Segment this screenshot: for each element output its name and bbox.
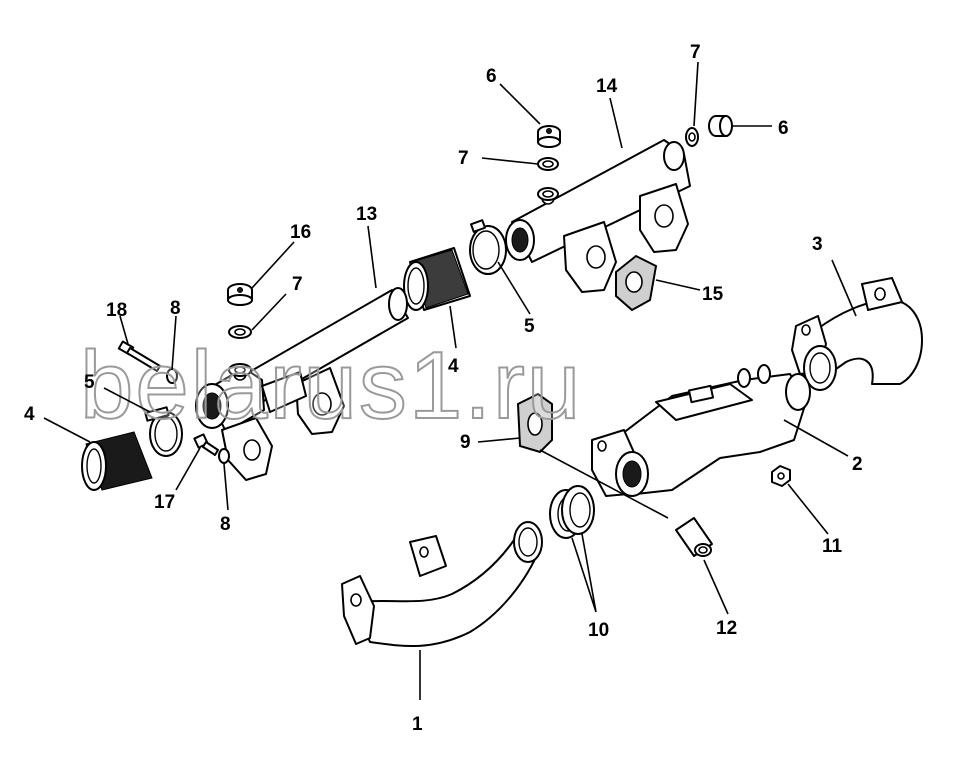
part-4-sleeve-lower bbox=[81, 431, 153, 491]
callout-15: 15 bbox=[702, 284, 724, 305]
callout-11: 11 bbox=[822, 536, 843, 557]
callout-8-upper: 8 bbox=[170, 298, 181, 319]
callout-14: 14 bbox=[596, 76, 618, 97]
part-8-washer-lower bbox=[218, 448, 230, 464]
part-5-clamp-upper bbox=[469, 219, 507, 275]
part-17-bolt bbox=[193, 433, 219, 456]
callout-5-upper: 5 bbox=[524, 316, 535, 337]
part-2-manifold bbox=[591, 364, 811, 497]
part-18-bolt bbox=[117, 340, 161, 372]
part-15-gasket bbox=[615, 254, 658, 312]
watermark: belarus1.ru bbox=[80, 332, 582, 439]
part-7-washer-left bbox=[228, 325, 252, 377]
part-1-elbow-pipe bbox=[341, 521, 543, 648]
callout-10: 10 bbox=[588, 620, 609, 641]
callout-6-right: 6 bbox=[778, 118, 789, 139]
callout-7-top-right: 7 bbox=[690, 42, 701, 63]
callout-7-left: 7 bbox=[292, 274, 303, 295]
leader-lines bbox=[43, 61, 857, 700]
callout-7-mid: 7 bbox=[458, 148, 469, 169]
part-12-sleeve bbox=[675, 517, 713, 557]
callout-3: 3 bbox=[812, 234, 823, 255]
callout-13: 13 bbox=[356, 204, 377, 225]
callout-6-top: 6 bbox=[486, 66, 497, 87]
part-7-washer-top bbox=[537, 157, 559, 201]
callout-labels: 1 2 3 4 4 5 5 6 6 7 7 7 8 8 9 10 11 12 1… bbox=[24, 42, 863, 735]
callout-5-lower: 5 bbox=[84, 372, 95, 393]
left-manifold bbox=[195, 367, 345, 481]
callout-4-lower: 4 bbox=[24, 404, 35, 425]
part-3-elbow bbox=[791, 277, 923, 391]
callout-18: 18 bbox=[106, 300, 127, 321]
part-10-seal-rings bbox=[549, 485, 595, 539]
callout-9: 9 bbox=[460, 432, 471, 453]
callout-4-upper: 4 bbox=[448, 356, 459, 377]
part-6-plug-top bbox=[537, 125, 561, 148]
part-4-sleeve-upper bbox=[403, 247, 471, 311]
callout-1: 1 bbox=[412, 714, 423, 735]
part-7-washer-right bbox=[685, 127, 699, 147]
part-9-gasket bbox=[516, 392, 553, 454]
callout-8-lower: 8 bbox=[220, 514, 231, 535]
part-6-plug-right bbox=[708, 115, 733, 137]
callout-12: 12 bbox=[716, 618, 737, 639]
callout-16: 16 bbox=[290, 222, 311, 243]
part-16-plug bbox=[227, 283, 253, 306]
part-5-clamp-lower bbox=[144, 406, 183, 457]
part-11-nut bbox=[771, 465, 791, 487]
callout-17: 17 bbox=[154, 492, 175, 513]
callout-2: 2 bbox=[852, 454, 863, 475]
